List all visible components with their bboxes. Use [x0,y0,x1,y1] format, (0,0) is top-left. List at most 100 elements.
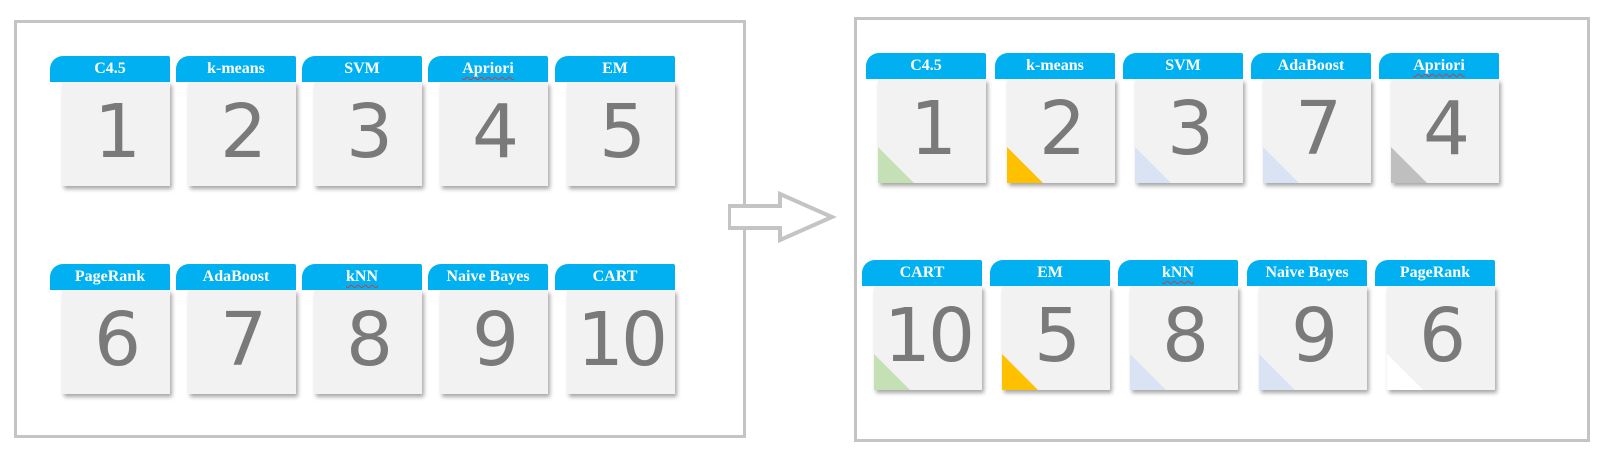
card-number: 5 [598,89,646,175]
card-label-tab: SVM [302,56,422,82]
card-label: AdaBoost [1277,57,1345,74]
card-label-tab: C4.5 [866,53,986,79]
card-body: 3 [314,82,422,186]
algorithm-card: 1 C4.5 [866,53,992,187]
card-body: 2 [1007,79,1115,183]
card-body: 9 [1259,286,1367,390]
algorithm-card: 10 CART [862,260,988,394]
card-label: EM [602,60,628,77]
algorithm-card: 9 Naive Bayes [428,264,554,398]
card-number: 8 [1161,293,1209,379]
algorithm-card: 7 AdaBoost [1251,53,1377,187]
card-number: 1 [93,89,141,175]
card-number: 9 [1290,293,1338,379]
algorithm-card: 3 SVM [302,56,428,190]
algorithm-card: 2 k-means [995,53,1121,187]
card-number: 4 [471,89,519,175]
card-number: 6 [1418,293,1466,379]
card-label: PageRank [74,268,146,285]
card-label-tab: Apriori [428,56,548,82]
card-body: 7 [188,290,296,394]
algorithm-card: 8 kNN [1118,260,1244,394]
card-number: 2 [219,89,267,175]
algorithm-card: 4 Apriori [1379,53,1505,187]
card-label-tab: Apriori [1379,53,1499,79]
card-number: 9 [471,297,519,383]
card-body: 6 [62,290,170,394]
card-label-tab: Naive Bayes [1247,260,1367,286]
card-label: PageRank [1399,264,1471,281]
card-number: 3 [345,89,393,175]
card-number: 3 [1166,86,1214,172]
algorithm-card: 8 kNN [302,264,428,398]
card-label: C4.5 [910,57,942,74]
algorithm-card: 3 SVM [1123,53,1249,187]
right-arrow-icon [728,190,837,244]
card-body: 9 [440,290,548,394]
card-label: CART [592,268,638,285]
card-body: 10 [567,290,675,394]
card-label: kNN [345,268,378,285]
card-body: 10 [874,286,982,390]
card-number: 8 [345,297,393,383]
card-label-tab: EM [555,56,675,82]
card-label: k-means [207,60,265,77]
algorithm-card: 6 PageRank [50,264,176,398]
algorithm-card: 4 Apriori [428,56,554,190]
card-body: 2 [188,82,296,186]
card-label-tab: AdaBoost [176,264,296,290]
card-number: 7 [219,297,267,383]
card-label: AdaBoost [202,268,270,285]
algorithm-card: 10 CART [555,264,681,398]
card-number: 10 [883,293,975,379]
card-body: 1 [62,82,170,186]
card-number: 10 [576,297,668,383]
card-body: 5 [567,82,675,186]
card-label-tab: kNN [1118,260,1238,286]
algorithm-card: 6 PageRank [1375,260,1501,394]
card-body: 5 [1002,286,1110,390]
card-label-tab: PageRank [50,264,170,290]
card-number: 4 [1422,86,1470,172]
card-number: 6 [93,297,141,383]
card-label: k-means [1026,57,1084,74]
card-body: 6 [1387,286,1495,390]
card-label-tab: CART [862,260,982,286]
algorithm-card: 1 C4.5 [50,56,176,190]
card-label-tab: SVM [1123,53,1243,79]
card-body: 4 [1391,79,1499,183]
algorithm-card: 7 AdaBoost [176,264,302,398]
card-label-tab: kNN [302,264,422,290]
card-label: Apriori [1413,57,1465,74]
card-label: Naive Bayes [1265,264,1349,281]
algorithm-card: 2 k-means [176,56,302,190]
card-body: 1 [878,79,986,183]
card-label-tab: C4.5 [50,56,170,82]
card-label-tab: k-means [995,53,1115,79]
card-label: Apriori [462,60,514,77]
card-number: 7 [1294,86,1342,172]
card-label: EM [1037,264,1063,281]
card-number: 1 [909,86,957,172]
card-body: 7 [1263,79,1371,183]
card-label-tab: AdaBoost [1251,53,1371,79]
card-body: 3 [1135,79,1243,183]
card-label-tab: CART [555,264,675,290]
card-label: SVM [1165,57,1201,74]
card-body: 8 [314,290,422,394]
card-label: CART [899,264,945,281]
card-body: 8 [1130,286,1238,390]
algorithm-card: 5 EM [990,260,1116,394]
card-number: 2 [1038,86,1086,172]
algorithm-card: 5 EM [555,56,681,190]
card-number: 5 [1033,293,1081,379]
card-label-tab: EM [990,260,1110,286]
card-label: kNN [1161,264,1194,281]
algorithm-card: 9 Naive Bayes [1247,260,1373,394]
card-body: 4 [440,82,548,186]
card-label-tab: Naive Bayes [428,264,548,290]
card-label-tab: PageRank [1375,260,1495,286]
card-label-tab: k-means [176,56,296,82]
card-label: Naive Bayes [446,268,530,285]
card-label: C4.5 [94,60,126,77]
